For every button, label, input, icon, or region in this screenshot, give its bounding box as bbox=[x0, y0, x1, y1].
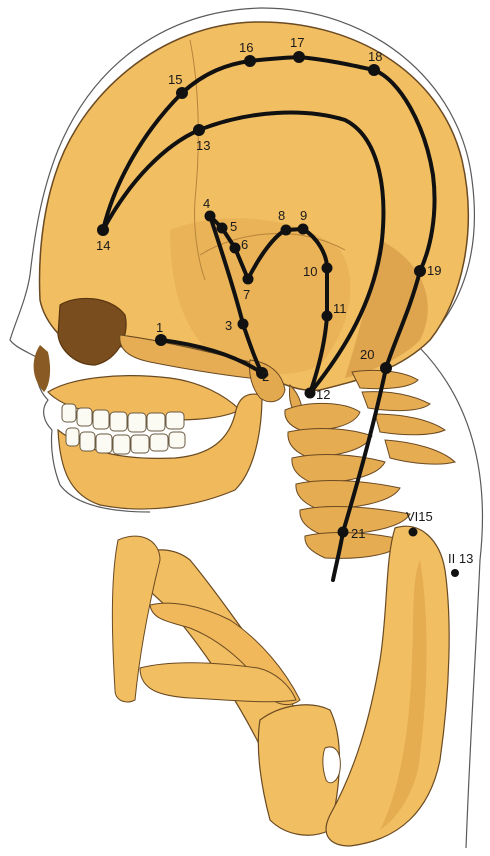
point-4-dot bbox=[205, 211, 216, 222]
point-1-label: 1 bbox=[156, 320, 163, 335]
point-14-label: 14 bbox=[96, 238, 110, 253]
point-3-dot bbox=[238, 319, 249, 330]
teeth-lower bbox=[66, 428, 185, 454]
point-5-label: 5 bbox=[230, 219, 237, 234]
point-11-dot bbox=[322, 311, 333, 322]
point-18-dot bbox=[368, 64, 380, 76]
point-17-label: 17 bbox=[290, 35, 304, 50]
point-5-dot bbox=[217, 223, 228, 234]
skull bbox=[34, 22, 469, 392]
point-18-label: 18 bbox=[368, 49, 382, 64]
point-20-dot bbox=[380, 362, 392, 374]
cervical-spine bbox=[285, 370, 455, 558]
point-10-label: 10 bbox=[303, 264, 317, 279]
point-9-label: 9 bbox=[300, 208, 307, 223]
point-ii13-label: II 13 bbox=[448, 551, 473, 566]
eye-orbit bbox=[58, 298, 126, 365]
point-ii13-dot bbox=[451, 569, 459, 577]
point-7-dot bbox=[243, 274, 254, 285]
point-14-dot bbox=[97, 224, 109, 236]
point-11-label: 11 bbox=[333, 301, 347, 316]
point-15-label: 15 bbox=[168, 72, 182, 87]
point-16-label: 16 bbox=[239, 40, 253, 55]
point-9-dot bbox=[298, 224, 309, 235]
point-8-dot bbox=[281, 225, 292, 236]
point-8-label: 8 bbox=[278, 208, 285, 223]
point-20-label: 20 bbox=[360, 347, 374, 362]
point-17-dot bbox=[293, 51, 305, 63]
point-16-dot bbox=[244, 55, 256, 67]
point-2-label: 2 bbox=[262, 369, 269, 384]
point-21-dot bbox=[338, 527, 349, 538]
sternum-notch bbox=[323, 747, 340, 783]
point-12-label: 12 bbox=[316, 387, 330, 402]
point-13-dot bbox=[193, 124, 205, 136]
point-21-label: 21 bbox=[351, 526, 365, 541]
point-vi15-dot bbox=[409, 528, 418, 537]
point-4-label: 4 bbox=[203, 196, 210, 211]
point-6-dot bbox=[230, 243, 241, 254]
point-12-dot bbox=[305, 388, 316, 399]
point-19-dot bbox=[414, 265, 426, 277]
scapula bbox=[326, 526, 449, 846]
point-19-label: 19 bbox=[427, 263, 441, 278]
point-1-dot bbox=[155, 334, 167, 346]
point-vi15-label: VI15 bbox=[406, 509, 433, 524]
point-7-label: 7 bbox=[243, 287, 250, 302]
point-10-dot bbox=[322, 263, 333, 274]
point-6-label: 6 bbox=[241, 237, 248, 252]
point-13-label: 13 bbox=[196, 138, 210, 153]
shoulder-bones bbox=[112, 526, 449, 846]
point-3-label: 3 bbox=[225, 318, 232, 333]
nasal-aperture bbox=[34, 345, 50, 392]
point-15-dot bbox=[176, 87, 188, 99]
